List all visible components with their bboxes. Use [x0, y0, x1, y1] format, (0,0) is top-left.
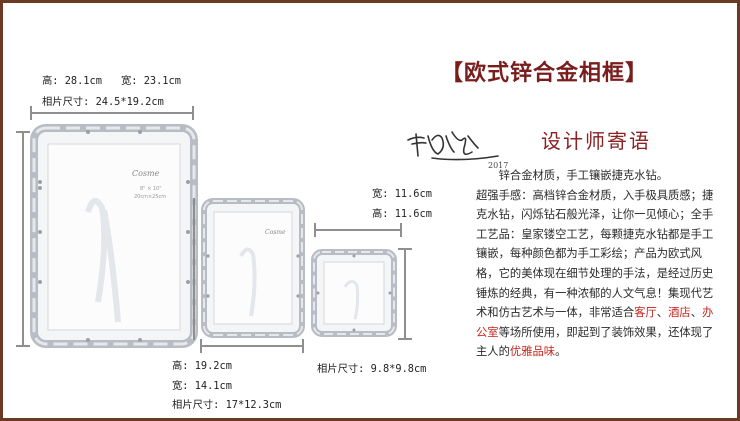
ruler-tick [400, 223, 402, 237]
ruler-tick [16, 131, 30, 133]
medium-frame-logo: Cosme [265, 229, 286, 236]
description-lead: 超强手感：高档锌合金材质，入手极具质感；捷克水钻，闪烁钻石般光泽，让你一见倾心；… [476, 188, 714, 320]
ruler-tick [192, 106, 194, 120]
medium-frame-width-label: 宽: 14.1cm [172, 380, 232, 392]
ruler-tick [314, 223, 316, 237]
svg-text:2017: 2017 [488, 161, 508, 170]
small-photo-frame [311, 249, 397, 337]
highlight-office: 办公室 [476, 306, 714, 339]
medium-frame-width-ruler [200, 345, 304, 347]
large-frame-height-label: 高: 28.1cm [42, 75, 102, 87]
ruler-tick [30, 106, 32, 120]
medium-frame-photo-size-label: 相片尺寸: 17*12.3cm [172, 399, 282, 411]
designer-signature-icon: 2017 [407, 131, 508, 170]
ruler-tick [200, 339, 202, 353]
product-description: 锌合金材质，手工镶嵌捷克水钻。 超强手感：高档锌合金材质，入手极具质感；捷克水钻… [476, 166, 724, 362]
large-frame-logo: Cosme [132, 169, 160, 178]
description-body: 超强手感：高档锌合金材质，入手极具质感；捷克水钻，闪烁钻石般光泽，让你一见倾心；… [476, 186, 724, 362]
description-intro: 锌合金材质，手工镶嵌捷克水钻。 [498, 169, 669, 182]
small-frame-height-ruler [404, 248, 406, 340]
page-title: 【欧式锌合金相框】 [441, 61, 649, 86]
large-frame-size-insert: 8" × 10" [140, 186, 162, 192]
large-frame-width-ruler [30, 112, 194, 114]
medium-frame-height-ruler [193, 198, 195, 340]
highlight-living-room: 客厅 [634, 306, 657, 320]
ruler-tick [398, 338, 412, 340]
large-photo-frame: Cosme 8" × 10" 20cm×25cm [30, 124, 198, 348]
small-frame-width-label: 宽: 11.6cm [372, 188, 432, 200]
large-frame-size-insert-metric: 20cm×25cm [134, 194, 166, 200]
highlight-hotel: 酒店 [668, 306, 691, 320]
description-mid: 等场所使用，即起到了装饰效果，还体现了主人的 [476, 325, 714, 359]
small-frame-height-label: 高: 11.6cm [372, 208, 432, 220]
medium-frame-height-label: 高: 19.2cm [172, 360, 232, 372]
separator: 、 [690, 306, 703, 320]
ruler-tick [302, 339, 304, 353]
medium-photo-frame: Cosme [201, 198, 305, 338]
ruler-tick [16, 345, 30, 347]
large-frame-width-label: 宽: 23.1cm [121, 75, 181, 87]
separator: 、 [656, 306, 669, 320]
designer-note-title: 设计师寄语 [541, 129, 651, 153]
description-end: 。 [555, 345, 567, 359]
small-frame-photo-size-label: 相片尺寸: 9.8*9.8cm [317, 363, 427, 375]
small-frame-width-ruler [314, 229, 402, 231]
highlight-elegant-taste: 优雅品味 [509, 345, 556, 359]
large-frame-height-ruler [22, 131, 24, 347]
large-frame-photo-size-label: 相片尺寸: 24.5*19.2cm [42, 96, 164, 108]
ruler-tick [398, 248, 412, 250]
